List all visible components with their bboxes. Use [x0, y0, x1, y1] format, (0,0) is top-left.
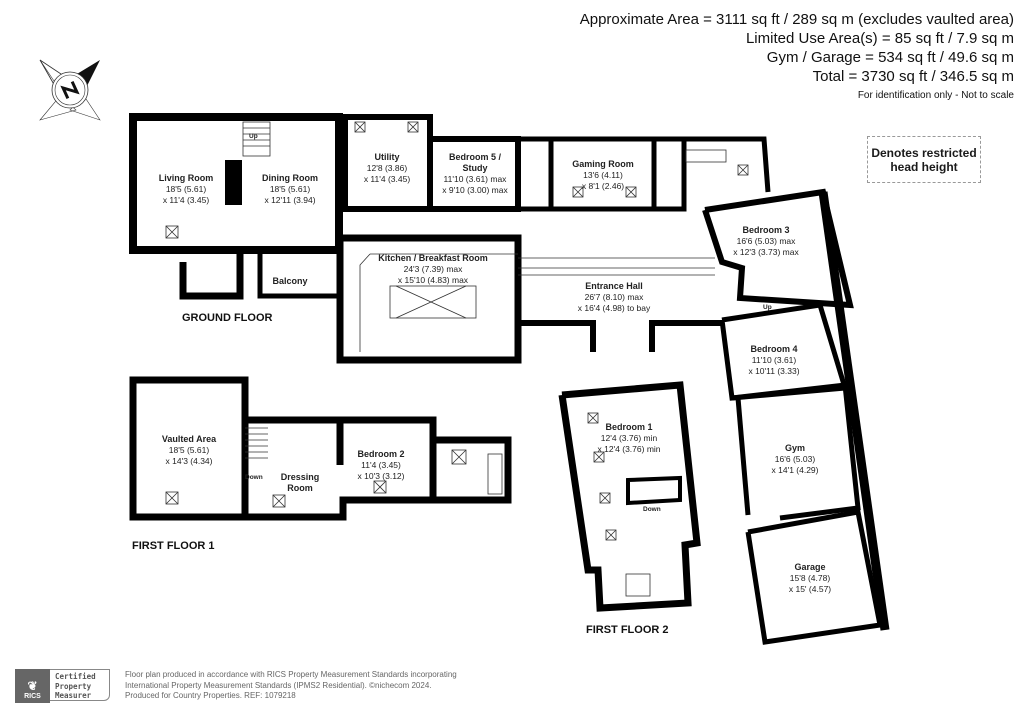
room-gaming-room: Gaming Room 13'6 (4.11) x 8'1 (2.46)	[572, 159, 634, 192]
footer-line: International Property Measurement Stand…	[125, 680, 432, 690]
room-dining-room: Dining Room 18'5 (5.61) x 12'11 (3.94)	[262, 173, 318, 206]
stair-up-label: Up	[763, 304, 772, 311]
room-name: Bedroom 1	[605, 422, 653, 432]
footer: ❦ RICS Certified Property Measurer Floor…	[15, 669, 457, 703]
room-dimension: x 9'10 (3.00) max	[442, 185, 508, 195]
room-dressing-room: Dressing Room	[281, 472, 320, 494]
rics-logo-text: RICS	[24, 693, 41, 700]
room-name: Vaulted Area	[161, 434, 217, 444]
room-gym: Gym 16'6 (5.03) x 14'1 (4.29)	[772, 443, 819, 476]
footer-line: Floor plan produced in accordance with R…	[125, 670, 457, 679]
room-garage: Garage 15'8 (4.78) x 15' (4.57)	[789, 562, 831, 595]
room-bedroom-2: Bedroom 2 11'4 (3.45) x 10'3 (3.12)	[357, 449, 404, 482]
room-name: Kitchen / Breakfast Room	[378, 253, 488, 263]
room-name: Utility	[374, 152, 400, 162]
badge-line: Certified	[55, 672, 96, 681]
room-kitchen-breakfast: Kitchen / Breakfast Room 24'3 (7.39) max…	[378, 253, 488, 286]
stair-down-label: Down	[245, 474, 263, 481]
room-name: Bedroom 4	[750, 344, 798, 354]
room-dimension: 18'5 (5.61)	[269, 184, 311, 194]
room-balcony: Balcony	[272, 276, 307, 287]
room-bedroom-4: Bedroom 4 11'10 (3.61) x 10'11 (3.33)	[748, 344, 799, 377]
room-name: Entrance Hall	[585, 281, 643, 291]
legend-label: Denotes restricted head height	[871, 145, 977, 174]
room-dimension: 11'10 (3.61) max	[443, 174, 507, 184]
rics-logo: ❦ RICS	[15, 669, 50, 703]
footer-disclaimer: Floor plan produced in accordance with R…	[125, 670, 457, 702]
room-dimension: x 15'10 (4.83) max	[397, 275, 469, 285]
room-name: Bedroom 3	[742, 225, 790, 235]
room-dimension: 16'6 (5.03) max	[736, 236, 796, 246]
room-dimension: 16'6 (5.03)	[774, 454, 816, 464]
room-dimension: x 14'3 (4.34)	[165, 456, 213, 466]
room-dimension: 18'5 (5.61)	[165, 184, 207, 194]
room-name: Bedroom 5 /	[448, 152, 501, 162]
rics-emblem-icon: ❦	[27, 679, 38, 693]
compass-north-icon	[39, 59, 101, 121]
scale-note: For identification only - Not to scale	[857, 90, 1014, 101]
room-name: Dressing	[280, 472, 320, 482]
room-dimension: 12'8 (3.86)	[366, 163, 408, 173]
room-name: Garage	[794, 562, 826, 572]
limited-use-area: Limited Use Area(s) = 85 sq ft / 7.9 sq …	[745, 30, 1014, 47]
room-dimension: x 12'3 (3.73) max	[733, 247, 799, 257]
room-dimension: 15'8 (4.78)	[789, 573, 831, 583]
approximate-area: Approximate Area = 3111 sq ft / 289 sq m…	[579, 11, 1014, 28]
room-dimension: x 16'4 (4.98) to bay	[577, 303, 651, 313]
room-name: Study	[462, 163, 488, 173]
total-area: Total = 3730 sq ft / 346.5 sq m	[812, 68, 1014, 85]
room-bedroom-3: Bedroom 3 16'6 (5.03) max x 12'3 (3.73) …	[733, 225, 798, 258]
room-name: Living Room	[158, 173, 214, 183]
gym-garage-area: Gym / Garage = 534 sq ft / 49.6 sq m	[766, 49, 1014, 66]
room-name: Room	[287, 483, 313, 493]
room-dimension: x 8'1 (2.46)	[581, 181, 625, 191]
room-dimension: 18'5 (5.61)	[168, 445, 210, 455]
room-utility: Utility 12'8 (3.86) x 11'4 (3.45)	[364, 152, 410, 185]
room-name: Gym	[784, 443, 806, 453]
room-dimension: x 12'4 (3.76) min	[597, 444, 661, 454]
area-summary: Approximate Area = 3111 sq ft / 289 sq m…	[580, 10, 1014, 104]
room-dimension: 24'3 (7.39) max	[403, 264, 463, 274]
stair-up-label: Up	[249, 133, 258, 140]
room-name: Bedroom 2	[357, 449, 405, 459]
room-living-room: Living Room 18'5 (5.61) x 11'4 (3.45)	[159, 173, 214, 206]
room-name: Dining Room	[262, 173, 318, 183]
badge-line: Property	[55, 681, 92, 691]
room-dimension: x 12'11 (3.94)	[264, 195, 316, 205]
floor-label-first-1: FIRST FLOOR 1	[132, 540, 215, 552]
room-dimension: 13'6 (4.11)	[583, 170, 623, 180]
room-dimension: 12'4 (3.76) min	[600, 433, 658, 443]
restricted-head-height-legend: Denotes restricted head height	[867, 136, 981, 183]
certified-measurer-badge: Certified Property Measurer	[50, 669, 110, 701]
room-bedroom-5-study: Bedroom 5 / Study 11'10 (3.61) max x 9'1…	[442, 152, 507, 196]
room-vaulted-area: Vaulted Area 18'5 (5.61) x 14'3 (4.34)	[162, 434, 216, 467]
badge-line: Measurer	[55, 691, 92, 700]
floor-label-first-2: FIRST FLOOR 2	[586, 624, 669, 636]
room-dimension: x 10'11 (3.33)	[748, 366, 800, 376]
room-dimension: x 11'4 (3.45)	[162, 195, 210, 205]
room-dimension: x 15' (4.57)	[788, 584, 832, 594]
room-dimension: 26'7 (8.10) max	[584, 292, 644, 302]
room-dimension: x 10'3 (3.12)	[357, 471, 405, 481]
room-dimension: 11'10 (3.61)	[751, 355, 797, 365]
footer-line: Produced for Country Properties. REF: 10…	[125, 691, 296, 700]
room-name: Gaming Room	[572, 159, 634, 169]
room-entrance-hall: Entrance Hall 26'7 (8.10) max x 16'4 (4.…	[578, 281, 651, 314]
room-bedroom-1: Bedroom 1 12'4 (3.76) min x 12'4 (3.76) …	[597, 422, 660, 455]
room-dimension: x 14'1 (4.29)	[771, 465, 819, 475]
room-name: Balcony	[272, 276, 308, 286]
room-dimension: 11'4 (3.45)	[361, 460, 401, 470]
floor-label-ground: GROUND FLOOR	[182, 312, 273, 324]
room-dimension: x 11'4 (3.45)	[363, 174, 411, 184]
stair-down-label: Down	[643, 506, 661, 513]
